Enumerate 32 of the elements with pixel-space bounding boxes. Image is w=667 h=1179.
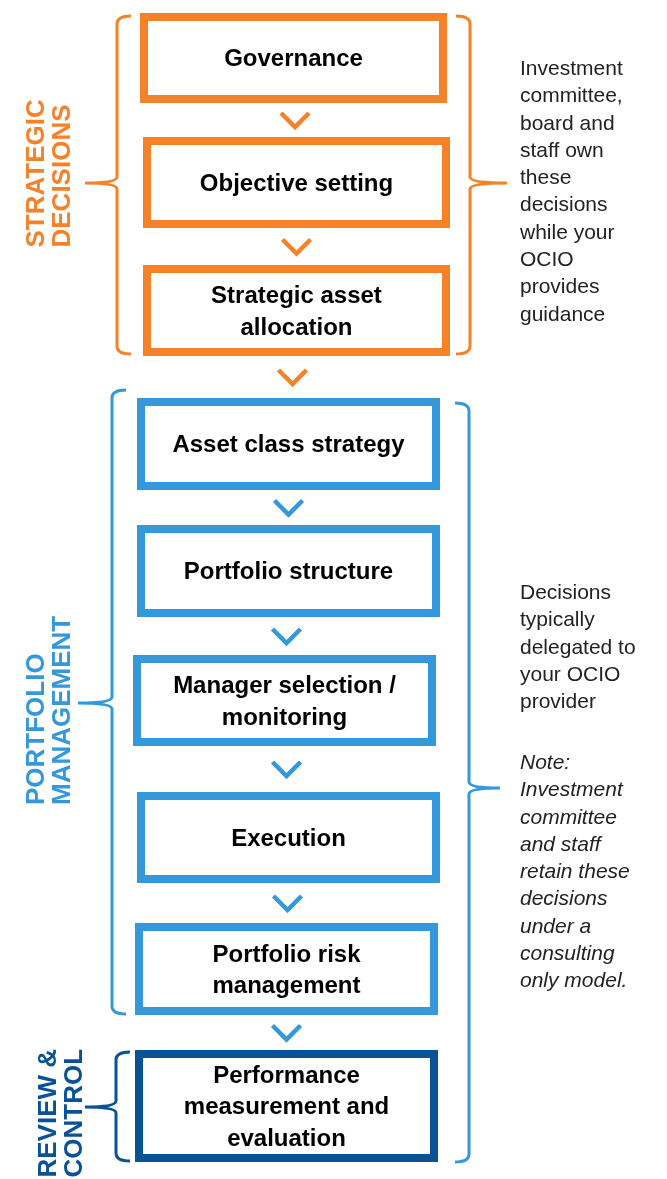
chevron-arrow (279, 111, 311, 131)
note-text: Investment committee, board and staff own these decisions while your OCIO provides guidance (520, 55, 624, 327)
box-label: Objective setting (198, 167, 395, 198)
chevron-arrow (270, 627, 303, 647)
process-box (135, 923, 438, 1015)
process-box (133, 655, 436, 746)
box-label: Governance (223, 43, 364, 74)
process-box (137, 398, 440, 490)
section-label: STRATEGIC DECISIONS (22, 98, 74, 248)
box-label: Strategic asset allocation (210, 280, 383, 342)
process-box (140, 13, 447, 103)
chevron-arrow (276, 368, 309, 388)
note-text: Decisions typically delegated to your OCIO provider (520, 579, 637, 715)
process-box (143, 265, 450, 356)
section-label: PORTFOLIO MANAGEMENT (22, 614, 74, 805)
box-label: Portfolio risk management (211, 938, 362, 1000)
box-label: Portfolio structure (182, 556, 395, 587)
process-box (137, 525, 440, 617)
box-label: Execution (230, 822, 347, 853)
chevron-arrow (270, 760, 303, 780)
chevron-arrow (271, 894, 304, 914)
chevron-arrow (270, 1023, 303, 1043)
process-box (135, 1050, 438, 1162)
section-label: REVIEW & CONTROL (34, 1047, 86, 1178)
box-label: Performance measurement and evaluation (182, 1060, 391, 1153)
chevron-arrow (272, 498, 305, 518)
process-box (143, 137, 450, 228)
box-label: Manager selection / monitoring (172, 670, 397, 732)
chevron-arrow (280, 237, 313, 257)
note-text: Note: Investment committee and staff retain these decisions under a consulting only model. (520, 749, 631, 994)
process-box (137, 792, 440, 883)
box-label: Asset class strategy (171, 429, 406, 460)
